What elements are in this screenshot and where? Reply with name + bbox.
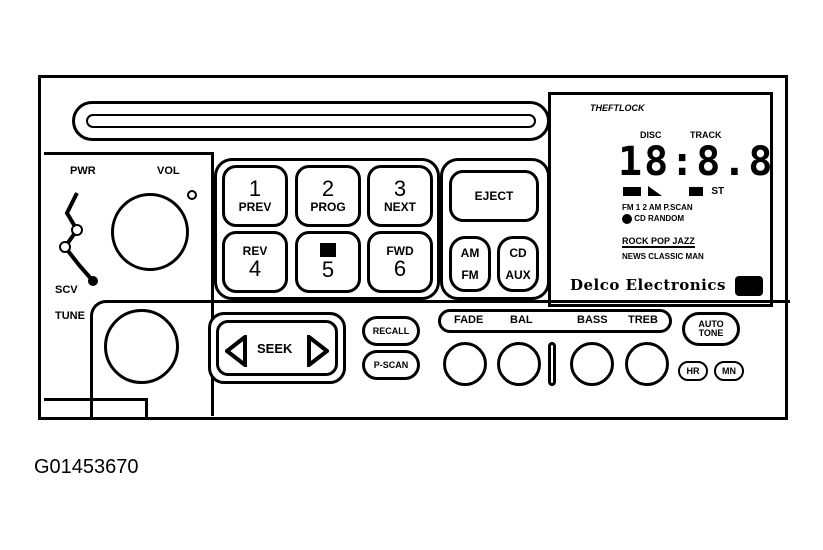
disc-indicator: DISC <box>640 130 662 140</box>
disc-icon <box>622 214 632 224</box>
theftlock-indicator: THEFTLOCK <box>590 103 645 113</box>
preset-3-label: NEXT <box>383 199 416 214</box>
cd-aux-button[interactable]: CD AUX <box>497 236 539 292</box>
fade-knob[interactable] <box>443 342 487 386</box>
genre-row-1: ROCK POP JAZZ <box>622 236 695 248</box>
seek-left-icon[interactable] <box>225 335 247 367</box>
lcd-display <box>548 92 773 307</box>
tone-label: TONE <box>698 328 724 338</box>
signal-icon <box>647 186 662 197</box>
scv-label: SCV <box>55 284 78 296</box>
preset-button-5[interactable]: 5 <box>295 231 361 293</box>
tune-label: TUNE <box>55 310 85 322</box>
preset-2-label: PROG <box>310 199 346 214</box>
preset-4-number: 4 <box>248 256 262 282</box>
radio-faceplate <box>38 75 788 420</box>
tone-divider <box>548 342 556 386</box>
minute-button[interactable]: MN <box>714 361 744 381</box>
eject-label: EJECT <box>474 188 514 203</box>
lower-ledge-bottom <box>44 398 148 420</box>
preset-button-6[interactable]: FWD 6 <box>367 231 433 293</box>
preset-button-2[interactable]: 2 PROG <box>295 165 361 227</box>
hr-label: HR <box>686 365 700 376</box>
brand-logo: Delco Electronics <box>570 276 726 294</box>
tune-knob[interactable] <box>104 309 179 384</box>
eject-button[interactable]: EJECT <box>449 170 539 222</box>
fm-label: FM <box>461 268 479 282</box>
preset-1-label: PREV <box>238 199 272 214</box>
bal-knob[interactable] <box>497 342 541 386</box>
volume-indicator-dot <box>187 190 197 200</box>
genre-row-2: NEWS CLASSIC MAN <box>622 252 704 261</box>
pscan-button[interactable]: P-SCAN <box>362 350 420 380</box>
cd-label: CD <box>509 245 527 260</box>
seek-label: SEEK <box>257 341 293 356</box>
dolby-icon <box>688 186 703 196</box>
left-control-panel <box>44 152 214 416</box>
preset-5-number: 5 <box>321 257 335 282</box>
bass-knob[interactable] <box>570 342 614 386</box>
band-indicators: FM 1 2 AM P.SCAN <box>622 203 693 212</box>
tone-label-bar <box>438 309 672 333</box>
auto-label: AUTO <box>698 319 724 329</box>
hour-button[interactable]: HR <box>678 361 708 381</box>
seek-rocker[interactable]: SEEK <box>216 320 338 376</box>
auto-tone-button[interactable]: AUTO TONE <box>682 312 740 346</box>
am-label: AM <box>460 245 480 260</box>
panel-divider <box>44 152 214 155</box>
seek-right-icon[interactable] <box>307 335 329 367</box>
preset-3-number: 3 <box>393 175 407 201</box>
preset-5-marker-icon <box>320 243 336 257</box>
cd-random-indicators: CD RANDOM <box>622 214 684 224</box>
treb-label: TREB <box>628 314 658 326</box>
bass-label: BASS <box>577 314 608 326</box>
cd-slot-inner <box>86 114 536 128</box>
lower-ledge <box>90 300 790 420</box>
pwr-label: PWR <box>70 165 96 177</box>
mn-label: MN <box>722 365 736 376</box>
vol-label: VOL <box>157 165 180 177</box>
fade-label: FADE <box>454 314 484 326</box>
preset-button-3[interactable]: 3 NEXT <box>367 165 433 227</box>
treb-knob[interactable] <box>625 342 669 386</box>
preset-button-4[interactable]: REV 4 <box>222 231 288 293</box>
cd-random-label: CD RANDOM <box>634 214 685 224</box>
preset-1-number: 1 <box>248 175 262 201</box>
aux-label: AUX <box>505 268 531 282</box>
segment-readout: 18:8.8 <box>618 139 775 185</box>
preset-4-label: REV <box>242 243 268 258</box>
preset-button-1[interactable]: 1 PREV <box>222 165 288 227</box>
volume-knob[interactable] <box>111 193 189 271</box>
preset-6-label: FWD <box>386 243 414 258</box>
bal-label: BAL <box>510 314 533 326</box>
preset-group <box>214 158 440 300</box>
track-indicator: TRACK <box>690 130 722 140</box>
cassette-icon <box>623 186 641 196</box>
st-label: ST <box>711 186 725 197</box>
recall-label: RECALL <box>372 325 410 336</box>
stereo-indicator: ST <box>623 186 724 197</box>
preset-2-number: 2 <box>321 175 335 201</box>
pscan-label: P-SCAN <box>373 359 409 370</box>
scv-switch-icon <box>59 192 98 286</box>
brand-logo-mark <box>735 276 763 296</box>
recall-button[interactable]: RECALL <box>362 316 420 346</box>
am-fm-button[interactable]: AM FM <box>449 236 491 292</box>
figure-id: G01453670 <box>34 456 139 478</box>
preset-6-number: 6 <box>393 256 407 282</box>
